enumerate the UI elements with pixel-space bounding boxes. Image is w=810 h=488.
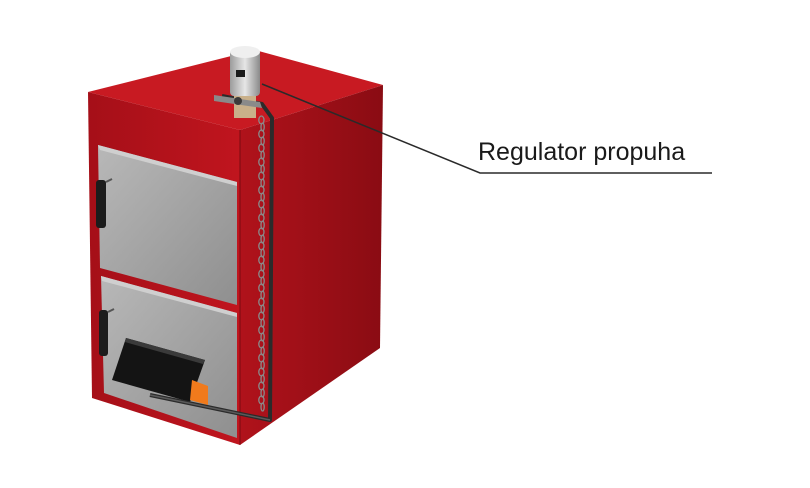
chain-icon: [258, 115, 265, 412]
lower-door: [99, 276, 237, 438]
upper-door: [96, 145, 237, 305]
callout-label: Regulator propuha: [478, 138, 686, 166]
door-handle-icon: [96, 180, 106, 228]
chain-link: [260, 402, 265, 412]
draft-regulator-icon: [214, 46, 262, 118]
boiler-side: [240, 85, 383, 445]
door-handle-icon: [99, 310, 108, 356]
callout-leader-line: [261, 83, 712, 174]
air-flap-icon: [112, 338, 208, 405]
flame-opening: [190, 380, 208, 405]
